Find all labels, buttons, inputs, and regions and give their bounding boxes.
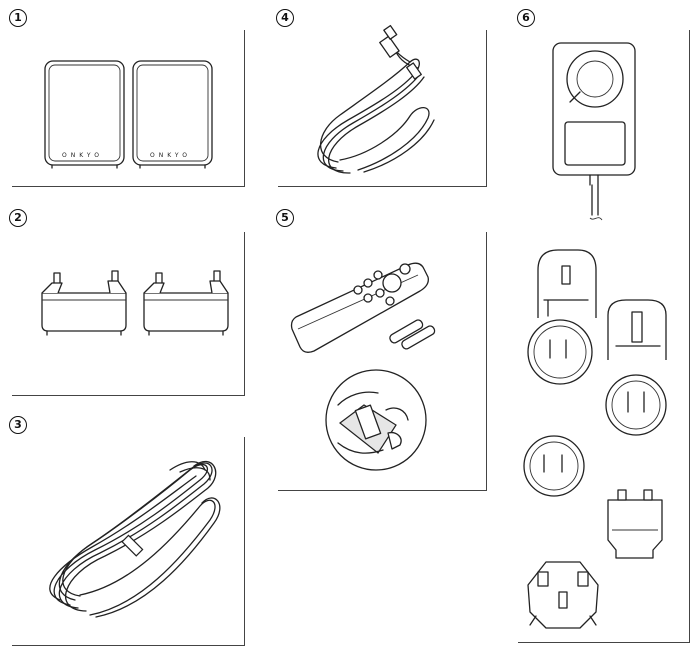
- panel-frame: [12, 232, 245, 396]
- plug-uk: [527, 561, 599, 629]
- panel-frame: [278, 30, 487, 187]
- panel-adapter: 6: [508, 0, 696, 650]
- plug-us-2: [605, 299, 667, 436]
- adapter-illustration: [523, 42, 667, 629]
- stand-left: [41, 270, 127, 336]
- panel-usb-cable: 4: [268, 0, 488, 195]
- panel-speakers: 1 ONKYO ONKYO: [0, 0, 250, 195]
- remote-illustration: [290, 262, 436, 471]
- panel-speaker-cable: 3: [0, 410, 250, 650]
- item-number: 3: [9, 416, 27, 434]
- plug-eu: [607, 489, 663, 559]
- panel-frame: [278, 232, 487, 491]
- batteries: [389, 319, 436, 350]
- item-number: 4: [276, 9, 294, 27]
- remote-control: [290, 262, 429, 353]
- right-speaker: ONKYO: [132, 60, 213, 169]
- item-number: 5: [276, 209, 294, 227]
- usb-cable-coil: [317, 43, 435, 174]
- panel-frame: [12, 437, 245, 646]
- panel-frame: [12, 30, 245, 187]
- battery-compartment-detail: [325, 369, 427, 471]
- speaker-brand-right: ONKYO: [150, 152, 191, 159]
- stands-illustration: [41, 270, 229, 336]
- cable-coil: [49, 460, 221, 618]
- plug-us-1: [527, 249, 597, 385]
- item-number: 1: [9, 9, 27, 27]
- speaker-cable-illustration: [49, 460, 221, 618]
- plug-us-3: [523, 435, 585, 497]
- stand-right: [143, 270, 229, 336]
- usb-cable-illustration: [317, 24, 435, 174]
- panel-stands: 2: [0, 205, 250, 400]
- item-number: 6: [517, 9, 535, 27]
- panel-frame: [518, 30, 690, 643]
- ac-adapter: [552, 42, 636, 221]
- speaker-brand-left: ONKYO: [62, 152, 103, 159]
- panel-remote: 5: [268, 205, 488, 495]
- item-number: 2: [9, 209, 27, 227]
- speakers-illustration: ONKYO ONKYO: [44, 60, 213, 169]
- left-speaker: ONKYO: [44, 60, 125, 169]
